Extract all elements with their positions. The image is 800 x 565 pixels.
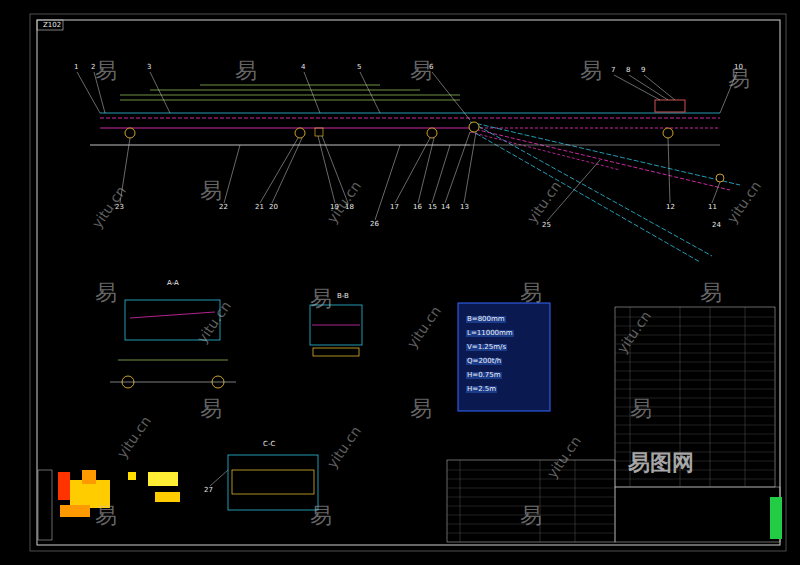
callout-number: 27 (203, 487, 214, 494)
watermark: 易 (410, 398, 432, 420)
watermark: 易图网 (628, 452, 694, 474)
table-rule (615, 344, 775, 345)
callout-number: 16 (412, 204, 423, 211)
section-label: A-A (166, 280, 180, 287)
watermark: 易 (520, 505, 542, 527)
callout-number: 21 (254, 204, 265, 211)
table-rule (615, 434, 775, 435)
watermark: yitu.cn (194, 299, 233, 346)
parameter-text: L=11000mm (466, 330, 514, 337)
callout-number: 7 (610, 67, 616, 74)
callout-number: 20 (268, 204, 279, 211)
callout-number: 24 (711, 222, 722, 229)
watermark: 易 (95, 282, 117, 304)
section-label: B-B (336, 293, 350, 300)
callout-number: 25 (541, 222, 552, 229)
watermark: yitu.cn (404, 304, 443, 351)
watermark: yitu.cn (544, 434, 583, 481)
table-rule (615, 371, 775, 372)
table-rule (447, 470, 615, 471)
parameter-text: V=1.25m/s (466, 344, 507, 351)
table-rule (615, 479, 775, 480)
callout-number: 9 (640, 67, 646, 74)
parameter-text: H=0.75m (466, 372, 502, 379)
table-rule (615, 443, 775, 444)
table-rule (447, 533, 615, 534)
table-rule (615, 425, 775, 426)
callout-number: 1 (73, 64, 79, 71)
callout-number: 26 (369, 221, 380, 228)
watermark: yitu.cn (614, 309, 653, 356)
callout-number: 14 (440, 204, 451, 211)
watermark: 易 (95, 60, 117, 82)
table-rule (615, 380, 775, 381)
watermark: yitu.cn (324, 179, 363, 226)
watermark: 易 (200, 180, 222, 202)
watermark: 易 (95, 505, 117, 527)
parameter-text: B=800mm (466, 316, 506, 323)
watermark: 易 (410, 60, 432, 82)
watermark: 易 (728, 68, 750, 90)
watermark: yitu.cn (724, 179, 763, 226)
parameter-text: H=2.5m (466, 386, 497, 393)
watermark: 易 (630, 398, 652, 420)
callout-number: 17 (389, 204, 400, 211)
table-rule (615, 353, 775, 354)
callout-number: 3 (146, 64, 152, 71)
callout-number: 4 (300, 64, 306, 71)
callout-number: 13 (459, 204, 470, 211)
watermark: 易 (310, 505, 332, 527)
drawing-number: Z102 (42, 22, 62, 29)
watermark: 易 (700, 282, 722, 304)
callout-number: 12 (665, 204, 676, 211)
watermark: yitu.cn (114, 414, 153, 461)
table-rule (447, 479, 615, 480)
watermark: 易 (520, 282, 542, 304)
watermark: yitu.cn (524, 179, 563, 226)
callout-number: 11 (707, 204, 718, 211)
watermark: 易 (235, 60, 257, 82)
callout-number: 15 (427, 204, 438, 211)
table-rule (447, 497, 615, 498)
parameter-text: Q=200t/h (466, 358, 502, 365)
table-rule (447, 488, 615, 489)
section-label: C-C (262, 441, 276, 448)
callout-number: 5 (356, 64, 362, 71)
watermark: 易 (310, 288, 332, 310)
watermark: 易 (580, 60, 602, 82)
table-rule (615, 389, 775, 390)
callout-number: 22 (218, 204, 229, 211)
table-rule (615, 362, 775, 363)
watermark: yitu.cn (324, 424, 363, 471)
watermark: 易 (200, 398, 222, 420)
callout-number: 8 (625, 67, 631, 74)
